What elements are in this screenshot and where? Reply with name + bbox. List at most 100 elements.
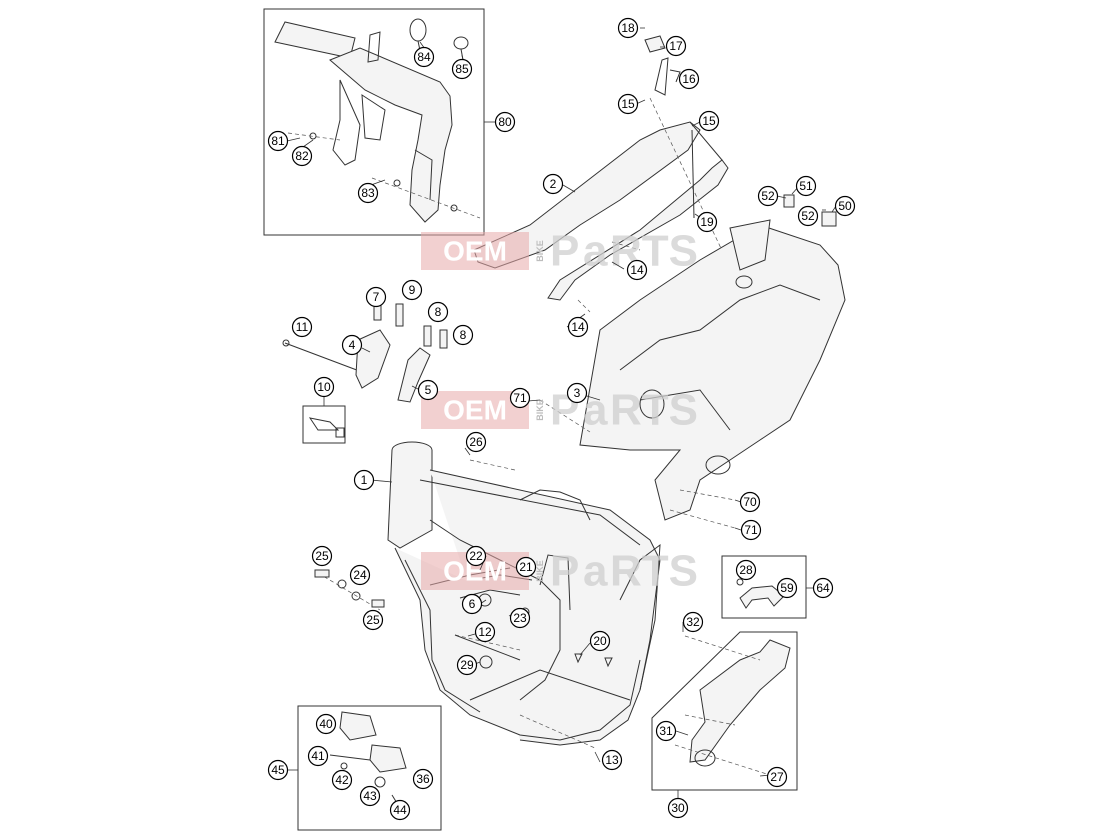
callout-27[interactable]: 27 xyxy=(766,766,788,788)
callout-71a[interactable]: 71 xyxy=(740,519,762,541)
callout-43[interactable]: 43 xyxy=(359,785,381,807)
callout-52a[interactable]: 52 xyxy=(757,185,779,207)
svg-text:P: P xyxy=(550,227,579,276)
svg-text:32: 32 xyxy=(686,615,700,629)
callout-12[interactable]: 12 xyxy=(474,621,496,643)
exhaust-guard xyxy=(274,18,481,223)
callout-80[interactable]: 80 xyxy=(494,111,516,133)
callout-85[interactable]: 85 xyxy=(451,58,473,80)
callout-71b[interactable]: 71 xyxy=(509,387,531,409)
svg-text:17: 17 xyxy=(669,39,683,53)
callout-4[interactable]: 4 xyxy=(341,334,363,356)
callout-9[interactable]: 9 xyxy=(401,279,423,301)
svg-text:59: 59 xyxy=(780,581,794,595)
callout-26[interactable]: 26 xyxy=(465,431,487,453)
callout-18[interactable]: 18 xyxy=(617,17,639,39)
callouts: 1 2 3 4 5 6 7 8 8 9 10 11 12 13 14 14 15… xyxy=(267,17,856,821)
svg-text:43: 43 xyxy=(363,789,377,803)
callout-13[interactable]: 13 xyxy=(601,749,623,771)
callout-14a[interactable]: 14 xyxy=(626,259,648,281)
svg-text:44: 44 xyxy=(393,803,407,817)
callout-83[interactable]: 83 xyxy=(357,182,379,204)
callout-1[interactable]: 1 xyxy=(353,469,375,491)
svg-text:RTS: RTS xyxy=(610,547,698,596)
callout-7[interactable]: 7 xyxy=(365,286,387,308)
callout-23[interactable]: 23 xyxy=(509,607,531,629)
footrest xyxy=(329,711,407,809)
callout-15b[interactable]: 15 xyxy=(698,110,720,132)
callout-82[interactable]: 82 xyxy=(291,145,313,167)
svg-text:a: a xyxy=(583,386,608,435)
svg-text:71: 71 xyxy=(744,523,758,537)
svg-text:6: 6 xyxy=(469,597,476,611)
svg-text:42: 42 xyxy=(335,773,349,787)
callout-31[interactable]: 31 xyxy=(655,720,677,742)
svg-text:11: 11 xyxy=(296,320,309,334)
callout-2[interactable]: 2 xyxy=(542,173,564,195)
callout-22[interactable]: 22 xyxy=(465,545,487,567)
svg-text:7: 7 xyxy=(373,290,380,304)
callout-6[interactable]: 6 xyxy=(461,593,483,615)
watermark-top: OEM BIKE P a RTS xyxy=(421,227,698,276)
main-frame xyxy=(317,441,661,749)
svg-text:12: 12 xyxy=(478,625,492,639)
callout-5[interactable]: 5 xyxy=(417,379,439,401)
svg-text:85: 85 xyxy=(455,62,469,76)
svg-text:25: 25 xyxy=(315,549,329,563)
callout-25b[interactable]: 25 xyxy=(362,609,384,631)
watermark-bottom: OEM BIKE P a RTS xyxy=(421,547,698,596)
svg-text:1: 1 xyxy=(361,473,368,487)
svg-text:84: 84 xyxy=(417,50,431,64)
group-box-30 xyxy=(651,631,798,791)
svg-text:24: 24 xyxy=(353,568,367,582)
svg-text:23: 23 xyxy=(513,611,527,625)
callout-24[interactable]: 24 xyxy=(349,564,371,586)
callout-41[interactable]: 41 xyxy=(307,745,329,767)
callout-81[interactable]: 81 xyxy=(267,130,289,152)
callout-44[interactable]: 44 xyxy=(389,799,411,821)
callout-19[interactable]: 19 xyxy=(696,211,718,233)
group-box-45 xyxy=(297,705,442,831)
callout-10[interactable]: 10 xyxy=(313,376,335,398)
callout-64[interactable]: 64 xyxy=(812,577,834,599)
svg-text:20: 20 xyxy=(593,634,607,648)
callout-15a[interactable]: 15 xyxy=(617,93,639,115)
callout-20[interactable]: 20 xyxy=(589,630,611,652)
svg-text:22: 22 xyxy=(469,549,483,563)
svg-text:50: 50 xyxy=(838,199,852,213)
callout-70[interactable]: 70 xyxy=(739,491,761,513)
callout-45[interactable]: 45 xyxy=(267,759,289,781)
callout-84[interactable]: 84 xyxy=(413,46,435,68)
callout-21[interactable]: 21 xyxy=(515,556,537,578)
callout-42[interactable]: 42 xyxy=(331,769,353,791)
callout-8a[interactable]: 8 xyxy=(427,301,449,323)
callout-51[interactable]: 51 xyxy=(795,175,817,197)
svg-text:RTS: RTS xyxy=(610,227,698,276)
callout-16[interactable]: 16 xyxy=(678,68,700,90)
svg-text:BIKE: BIKE xyxy=(535,399,545,421)
callout-14b[interactable]: 14 xyxy=(567,316,589,338)
svg-text:30: 30 xyxy=(671,801,685,815)
callout-36[interactable]: 36 xyxy=(412,768,434,790)
callout-32[interactable]: 32 xyxy=(682,611,704,633)
svg-text:25: 25 xyxy=(366,613,380,627)
svg-text:2: 2 xyxy=(550,177,557,191)
callout-8b[interactable]: 8 xyxy=(452,324,474,346)
callout-17[interactable]: 17 xyxy=(665,35,687,57)
callout-11[interactable]: 11 xyxy=(291,316,313,338)
chain-guide xyxy=(674,635,791,776)
svg-text:18: 18 xyxy=(621,21,635,35)
svg-text:a: a xyxy=(583,227,608,276)
callout-40[interactable]: 40 xyxy=(315,713,337,735)
chain-slider xyxy=(736,578,785,609)
callout-3[interactable]: 3 xyxy=(566,382,588,404)
callout-52b[interactable]: 52 xyxy=(797,205,819,227)
callout-30[interactable]: 30 xyxy=(667,797,689,819)
callout-29[interactable]: 29 xyxy=(456,654,478,676)
callout-59[interactable]: 59 xyxy=(776,577,798,599)
svg-text:26: 26 xyxy=(469,435,483,449)
svg-text:13: 13 xyxy=(605,753,619,767)
callout-50[interactable]: 50 xyxy=(834,195,856,217)
callout-28[interactable]: 28 xyxy=(735,559,757,581)
callout-25a[interactable]: 25 xyxy=(311,545,333,567)
